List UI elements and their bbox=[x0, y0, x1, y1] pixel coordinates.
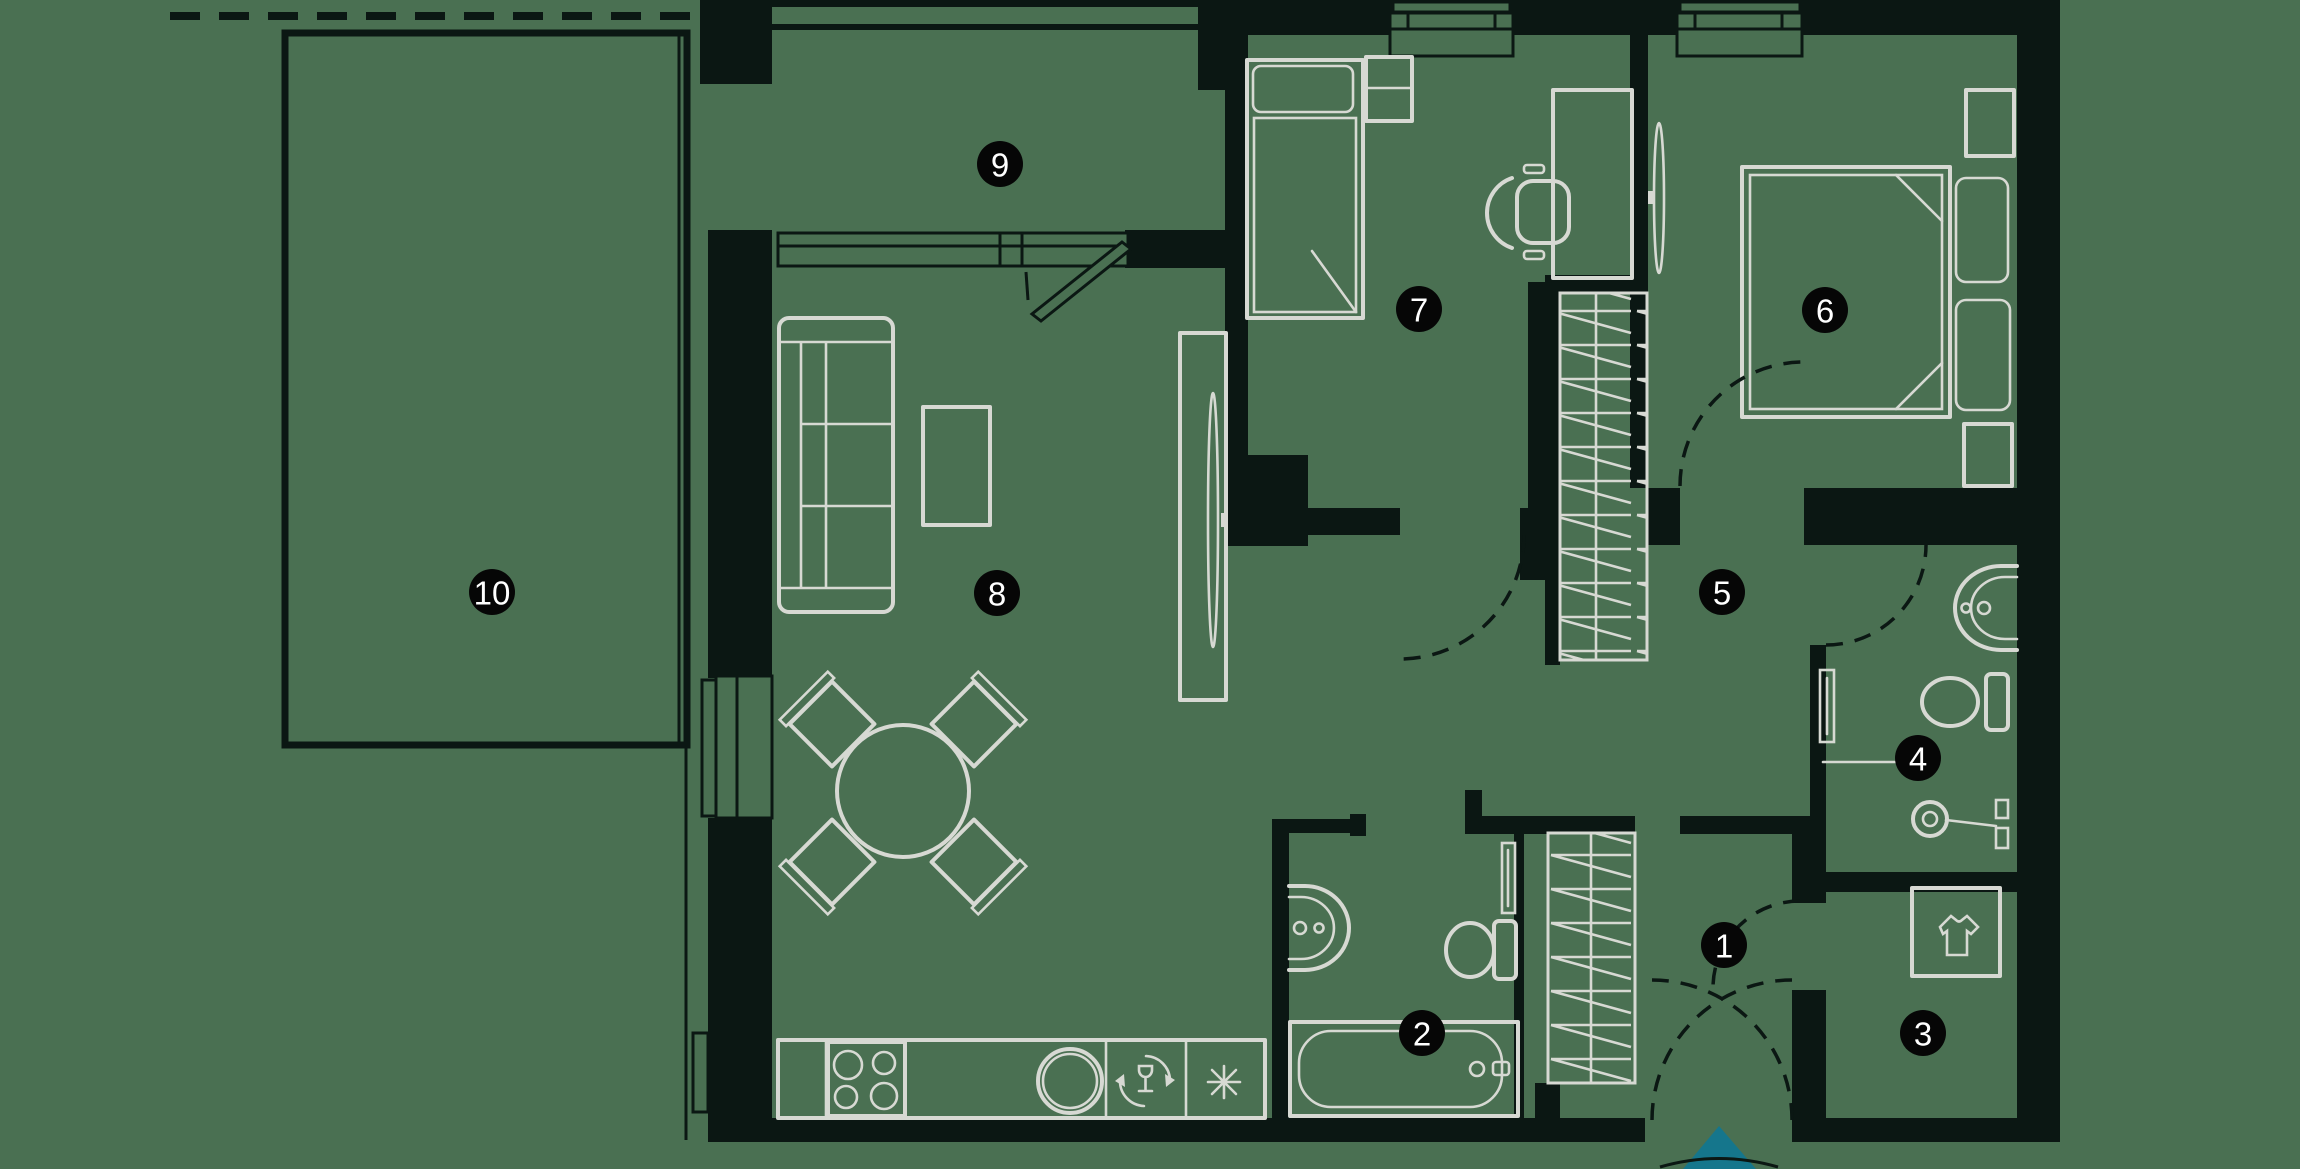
room-badges: 1 2 3 4 5 6 7 8 9 10 bbox=[469, 141, 1946, 1056]
room-badge-3[interactable]: 3 bbox=[1900, 1010, 1946, 1056]
terrace-border bbox=[281, 29, 691, 749]
room-badge-6[interactable]: 6 bbox=[1802, 287, 1848, 333]
pillow bbox=[1954, 298, 2012, 412]
door-arc-room3 bbox=[1711, 899, 1801, 989]
bathroom4 bbox=[1818, 564, 2019, 850]
room-number: 4 bbox=[1909, 741, 1927, 778]
towel-rail bbox=[1500, 841, 1517, 915]
room-number: 3 bbox=[1914, 1016, 1932, 1053]
room-number: 5 bbox=[1713, 575, 1731, 612]
tv-unit-living bbox=[1178, 331, 1228, 702]
dining-chair bbox=[929, 669, 1029, 769]
room-number: 2 bbox=[1413, 1016, 1431, 1053]
toilet-icon bbox=[1444, 919, 1518, 981]
dining-chair bbox=[777, 817, 877, 917]
room-number: 10 bbox=[474, 575, 511, 612]
balcony-door-leaf bbox=[1029, 240, 1134, 323]
coffee-table bbox=[921, 405, 992, 527]
bed-room6 bbox=[1740, 165, 2012, 419]
bed-room7 bbox=[1245, 58, 1365, 320]
towel-rail bbox=[1818, 668, 1836, 744]
nightstand-room7 bbox=[1364, 55, 1414, 123]
sofa bbox=[777, 316, 895, 614]
room-number: 8 bbox=[988, 576, 1006, 613]
door-swings bbox=[1399, 360, 1928, 1121]
room-number: 9 bbox=[991, 147, 1009, 184]
window-living-west bbox=[700, 674, 774, 820]
room-badge-7[interactable]: 7 bbox=[1396, 286, 1442, 332]
room-badge-2[interactable]: 2 bbox=[1399, 1010, 1445, 1056]
balcony-9-railing bbox=[772, 0, 1198, 30]
dining-chair bbox=[777, 669, 877, 769]
kitchen-sink-icon bbox=[1036, 1047, 1104, 1115]
wardrobe-corridor bbox=[1558, 291, 1649, 662]
nightstand bbox=[1962, 422, 2014, 488]
tv-icon bbox=[1206, 391, 1220, 649]
room-badge-10[interactable]: 10 bbox=[469, 569, 515, 615]
kitchen-counter bbox=[776, 1038, 1267, 1120]
room-badge-4[interactable]: 4 bbox=[1895, 735, 1941, 781]
room-number: 1 bbox=[1715, 928, 1733, 965]
nightstand bbox=[1964, 88, 2016, 158]
window-room6 bbox=[1675, 0, 1804, 58]
washbasin-icon bbox=[1953, 564, 2019, 652]
room-badge-9[interactable]: 9 bbox=[977, 141, 1023, 187]
dining-chair bbox=[929, 817, 1029, 917]
walls bbox=[700, 0, 2060, 1142]
room-number: 7 bbox=[1410, 292, 1428, 329]
pillow bbox=[1954, 176, 2010, 284]
terrace-10 bbox=[170, 12, 710, 1140]
door-arc-entrance-b bbox=[1650, 978, 1793, 1121]
washbasin-icon bbox=[1287, 884, 1351, 972]
door-arc-corridor bbox=[1399, 534, 1526, 661]
room-badge-5[interactable]: 5 bbox=[1699, 569, 1745, 615]
toilet-icon bbox=[1920, 672, 2010, 732]
room-number: 6 bbox=[1816, 293, 1834, 330]
office-chair bbox=[1485, 163, 1571, 261]
pillow bbox=[1251, 64, 1355, 114]
freezer-icon bbox=[1206, 1064, 1242, 1100]
dining-set bbox=[777, 669, 1029, 917]
dishwasher-icon bbox=[1115, 1054, 1175, 1108]
tv-room6 bbox=[1648, 121, 1666, 275]
shower-icon bbox=[1911, 798, 2010, 850]
hob-icon bbox=[826, 1040, 907, 1118]
door-arc-room6 bbox=[1678, 360, 1805, 487]
balcony-door-living bbox=[776, 231, 1134, 323]
dining-table bbox=[835, 723, 971, 859]
entrance bbox=[1659, 1126, 1779, 1169]
shirt-icon bbox=[1938, 914, 1980, 957]
windows bbox=[700, 0, 1804, 820]
closet-room3 bbox=[1910, 886, 2002, 978]
window-room7 bbox=[1388, 0, 1515, 58]
room-badge-8[interactable]: 8 bbox=[974, 570, 1020, 616]
wardrobe-hall bbox=[1546, 831, 1637, 1085]
door-arc-entrance-a bbox=[1651, 978, 1794, 1121]
entrance-threshold-arc bbox=[1659, 1157, 1779, 1169]
desk bbox=[1551, 88, 1634, 280]
room-badge-1[interactable]: 1 bbox=[1701, 922, 1747, 968]
